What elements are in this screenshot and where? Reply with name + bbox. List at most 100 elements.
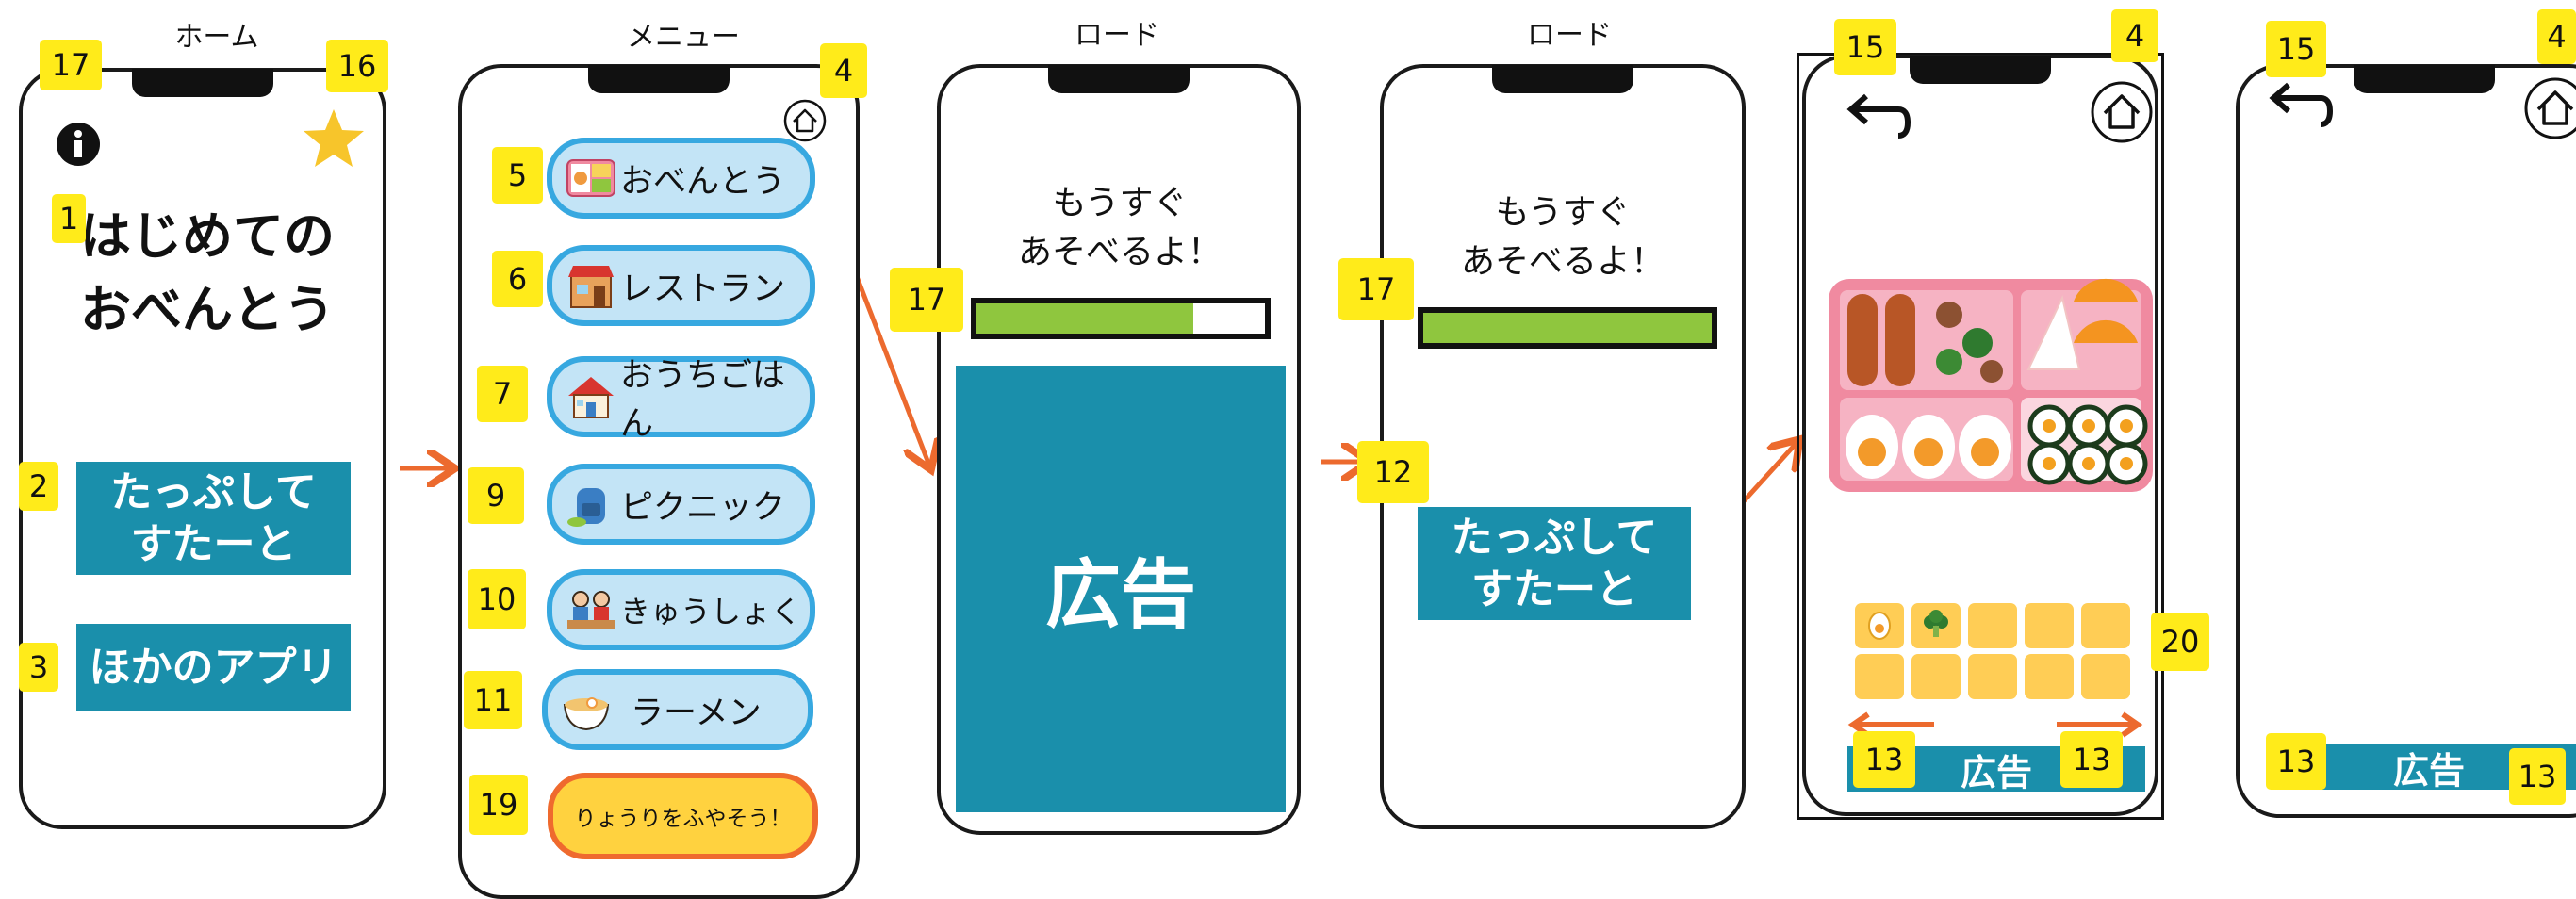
menu-item-label: レストラン bbox=[620, 270, 786, 308]
app-title-line1: はじめての bbox=[80, 206, 335, 266]
badge-game-ad-right: 13 bbox=[2060, 731, 2123, 788]
ad-banner[interactable]: 広告 bbox=[956, 366, 1286, 812]
phone-load1: もうすぐ あそべるよ！ 広告 bbox=[937, 64, 1301, 835]
badge-menu-item: 11 bbox=[464, 671, 522, 729]
start-line1: たっぷして bbox=[1451, 514, 1658, 562]
menu-item-label: ピクニック bbox=[620, 488, 786, 527]
menu-item-label: きゅうしょく bbox=[620, 594, 802, 629]
phone-home: はじめての おべんとう たっぷして すたーと ほかのアプリ bbox=[19, 68, 386, 829]
menu-item-label: おうちごはん bbox=[620, 357, 786, 443]
start-line2: すたーと bbox=[1471, 565, 1637, 613]
menu-item-bento[interactable]: おべんとう bbox=[547, 138, 815, 219]
menu-item-restaurant[interactable]: レストラン bbox=[547, 245, 815, 326]
menu-item-home-cooking[interactable]: おうちごはん bbox=[547, 356, 815, 443]
progress-fill bbox=[1423, 313, 1712, 343]
badge-load2-start: 12 bbox=[1357, 441, 1429, 503]
bento-box bbox=[1829, 278, 2153, 492]
badge-menu-item: 6 bbox=[492, 251, 543, 307]
screen-title-load1: ロード bbox=[1075, 19, 1159, 52]
badge-load2-progress: 17 bbox=[1338, 258, 1414, 320]
badge-game2-home: 4 bbox=[2537, 9, 2576, 64]
ingredient-cell[interactable] bbox=[1968, 654, 2017, 699]
menu-item-ramen[interactable]: ラーメン bbox=[542, 669, 813, 750]
scroll-right-arrow[interactable] bbox=[2053, 711, 2147, 739]
phone-notch bbox=[1492, 65, 1633, 93]
restaurant-icon bbox=[568, 266, 614, 308]
loading-line1: もうすぐ bbox=[1052, 184, 1188, 222]
badge-game-back: 15 bbox=[1834, 19, 1896, 75]
badge-home-start: 2 bbox=[19, 462, 58, 511]
ingredient-cell[interactable] bbox=[2025, 654, 2074, 699]
loading-line2: あそべるよ！ bbox=[1460, 242, 1665, 282]
info-icon[interactable] bbox=[55, 121, 102, 168]
broccoli-icon bbox=[1924, 610, 1948, 637]
bento-icon bbox=[566, 159, 615, 197]
phone-notch bbox=[588, 65, 730, 93]
progress-bar bbox=[971, 298, 1271, 339]
badge-menu-home: 4 bbox=[820, 43, 867, 98]
menu-item-picnic[interactable]: ピクニック bbox=[547, 464, 815, 545]
progress-bar bbox=[1418, 307, 1717, 349]
phone-notch bbox=[132, 69, 273, 97]
star-icon[interactable] bbox=[302, 107, 366, 170]
app-title: はじめての おべんとう bbox=[57, 200, 358, 348]
badge-game-home: 4 bbox=[2111, 9, 2158, 62]
school-lunch-icon bbox=[567, 591, 615, 629]
menu-item-label: おべんとう bbox=[620, 162, 786, 201]
ingredient-cell[interactable] bbox=[1911, 603, 1961, 648]
badge-menu-recipe: 19 bbox=[469, 775, 528, 835]
screen-title-load2: ロード bbox=[1527, 19, 1612, 52]
ingredient-cell[interactable] bbox=[2081, 603, 2130, 648]
back-arrow-icon[interactable] bbox=[1842, 90, 1913, 143]
menu-item-school-lunch[interactable]: きゅうしょく bbox=[547, 569, 815, 650]
ingredient-cell[interactable] bbox=[1855, 654, 1904, 699]
game-frame bbox=[1797, 53, 2164, 820]
menu-item-label: ラーメン bbox=[631, 694, 762, 732]
backpack-icon bbox=[567, 488, 605, 527]
phone-notch bbox=[2354, 65, 2495, 93]
badge-game2-ad-left: 13 bbox=[2266, 733, 2326, 790]
loading-line2: あそべるよ！ bbox=[1017, 233, 1222, 272]
start-button[interactable]: たっぷして すたーと bbox=[1418, 507, 1691, 620]
badge-game-ad-left: 13 bbox=[1853, 731, 1915, 788]
phone-notch bbox=[1048, 65, 1190, 93]
badge-home-heading: 1 bbox=[52, 194, 86, 243]
phone-game2: 広告 bbox=[2236, 64, 2576, 818]
home-icon[interactable] bbox=[2522, 75, 2576, 141]
badge-menu-item: 10 bbox=[468, 569, 526, 629]
home-icon[interactable] bbox=[782, 98, 828, 143]
home-icon[interactable] bbox=[2089, 79, 2155, 145]
start-line1: たっぷして bbox=[110, 468, 317, 516]
screen-title-menu: メニュー bbox=[627, 21, 740, 54]
other-apps-button[interactable]: ほかのアプリ bbox=[76, 624, 351, 711]
app-title-line2: おべんとう bbox=[80, 280, 335, 340]
badge-menu-item: 7 bbox=[477, 366, 528, 422]
loading-message: もうすぐ あそべるよ！ bbox=[941, 179, 1299, 277]
badge-home-other: 3 bbox=[19, 643, 58, 692]
ingredient-cell[interactable] bbox=[1911, 654, 1961, 699]
progress-fill bbox=[976, 303, 1193, 334]
ingredient-cell[interactable] bbox=[1968, 603, 2017, 648]
house-icon bbox=[568, 377, 614, 418]
start-button[interactable]: たっぷして すたーと bbox=[76, 462, 351, 575]
badge-game2-back: 15 bbox=[2266, 21, 2326, 77]
badge-menu-item: 5 bbox=[492, 147, 543, 204]
phone-notch bbox=[1910, 56, 2051, 84]
loading-message: もうすぐ あそべるよ！ bbox=[1384, 188, 1742, 286]
loading-line1: もうすぐ bbox=[1495, 193, 1631, 232]
ingredient-cell[interactable] bbox=[1855, 603, 1904, 648]
badge-game2-ad-right: 13 bbox=[2509, 748, 2566, 805]
screen-title-home: ホーム bbox=[174, 21, 259, 54]
phone-game: 広告 bbox=[1802, 55, 2158, 816]
egg-icon bbox=[1868, 612, 1891, 640]
badge-game-grid: 20 bbox=[2151, 613, 2209, 671]
badge-home-star: 16 bbox=[326, 40, 388, 92]
badge-home-info: 17 bbox=[40, 40, 102, 90]
back-arrow-icon[interactable] bbox=[2264, 79, 2336, 132]
add-recipe-button[interactable]: りょうりをふやそう！ bbox=[548, 773, 818, 859]
ingredient-cell[interactable] bbox=[2025, 603, 2074, 648]
badge-load1-progress: 17 bbox=[890, 268, 963, 332]
phone-load2: もうすぐ あそべるよ！ たっぷして すたーと bbox=[1380, 64, 1746, 829]
ramen-icon bbox=[563, 697, 610, 731]
ingredient-cell[interactable] bbox=[2081, 654, 2130, 699]
